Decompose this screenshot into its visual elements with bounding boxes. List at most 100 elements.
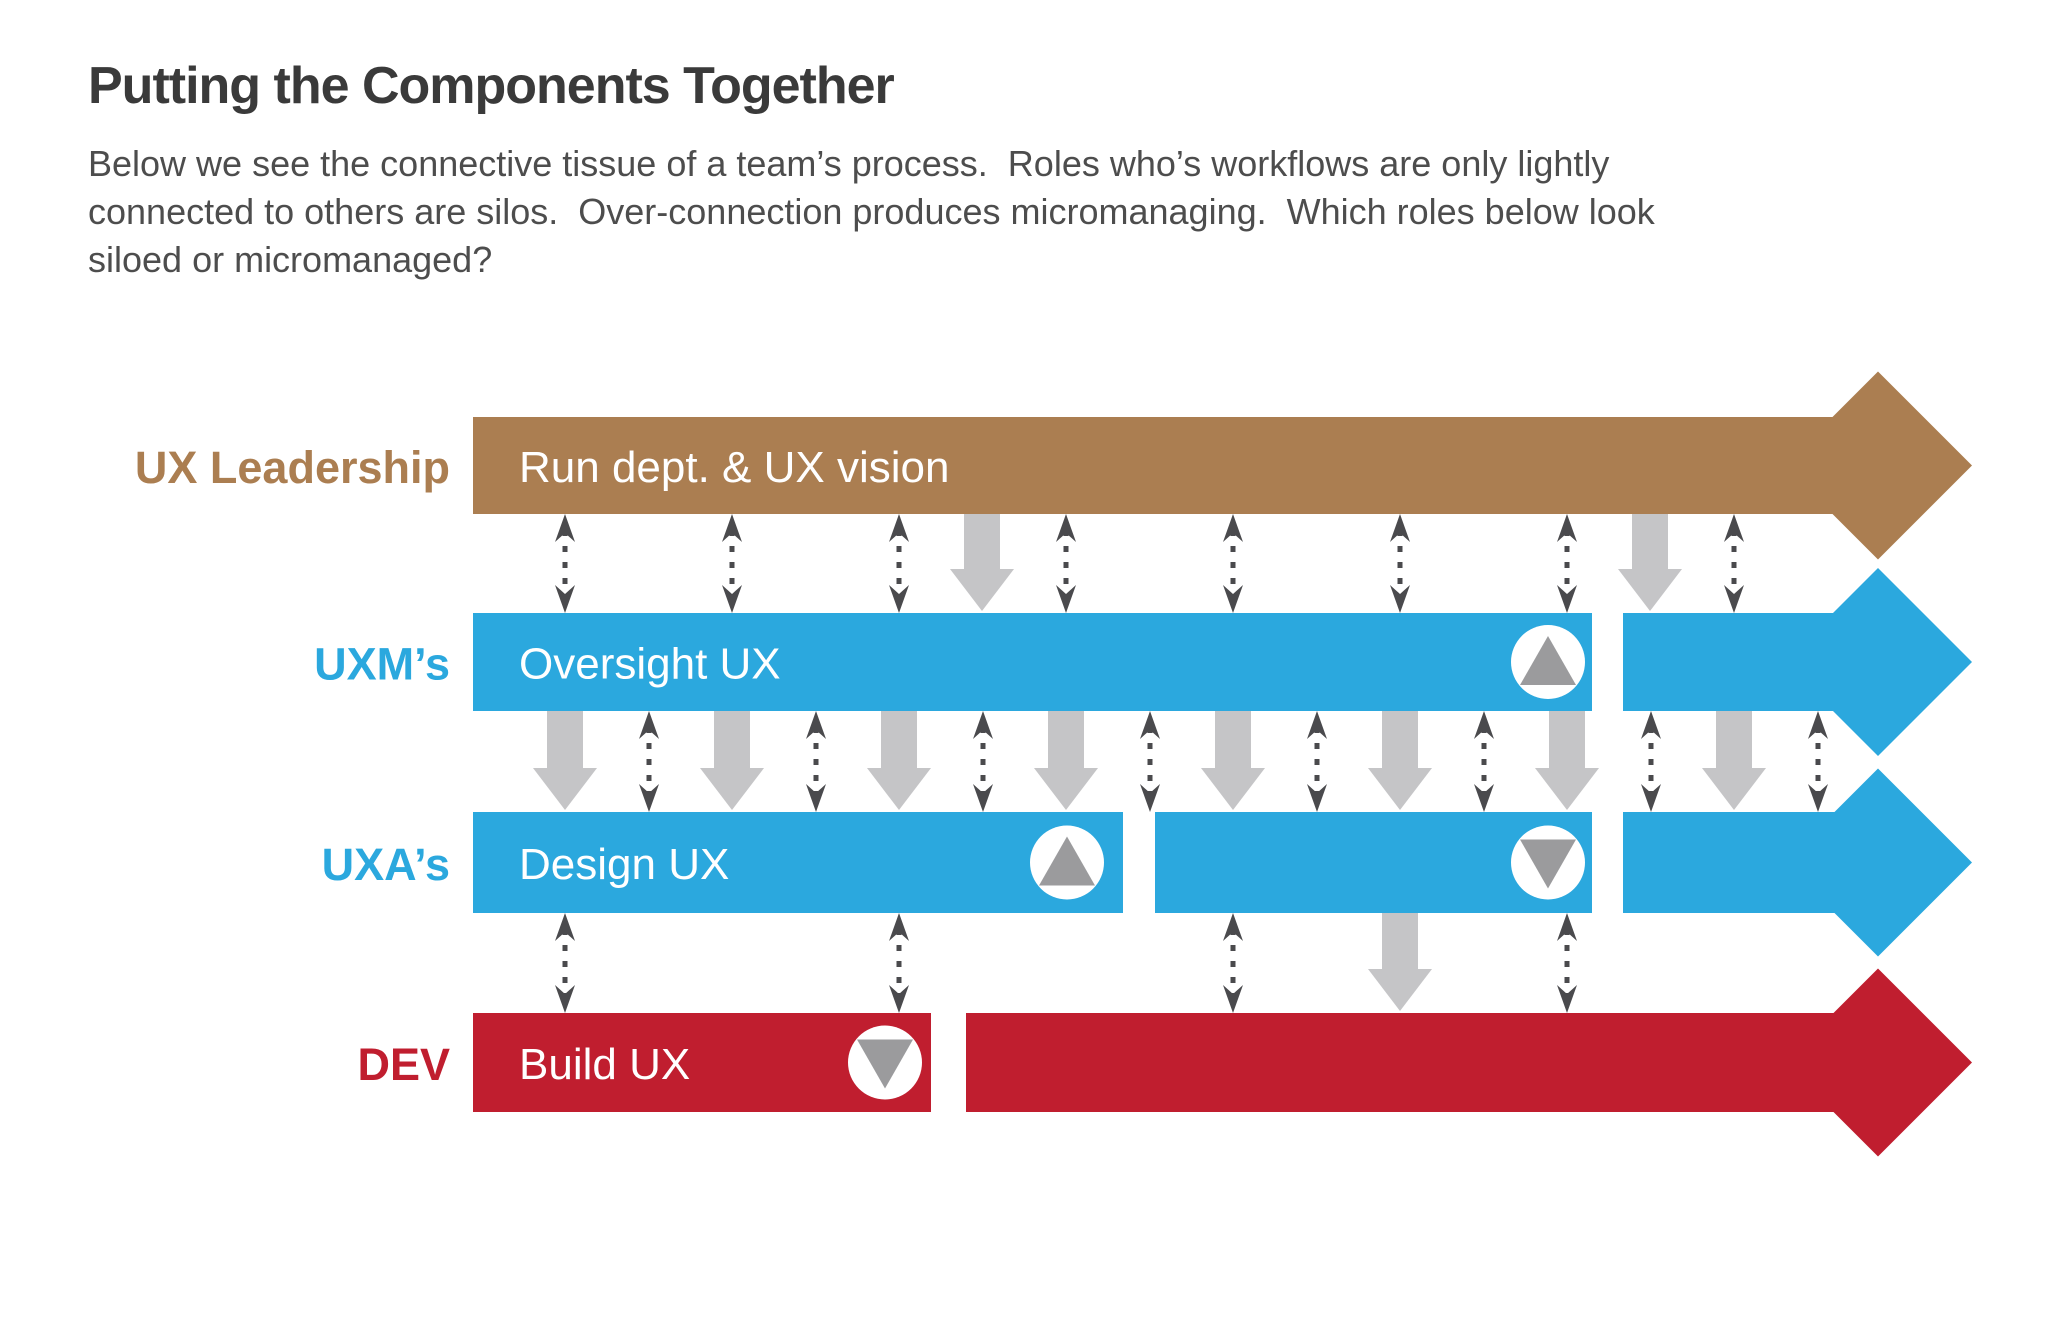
arrow-shaft bbox=[1382, 711, 1418, 770]
down-arrowhead-icon bbox=[1056, 585, 1076, 613]
down-arrowhead-icon bbox=[806, 784, 826, 812]
process-bar-segment bbox=[1623, 613, 1868, 711]
page-title: Putting the Components Together bbox=[88, 57, 895, 115]
up-arrowhead-icon bbox=[1056, 514, 1076, 542]
up-arrowhead-icon bbox=[889, 913, 909, 941]
up-arrowhead-icon bbox=[1808, 711, 1828, 739]
dotted-two-way-arrow bbox=[1474, 711, 1494, 812]
down-arrowhead-icon bbox=[1034, 768, 1098, 810]
solid-down-arrow bbox=[1368, 913, 1432, 1011]
down-arrowhead-icon bbox=[1223, 985, 1243, 1013]
solid-down-arrow bbox=[533, 711, 597, 810]
dotted-two-way-arrow bbox=[555, 913, 575, 1013]
arrow-shaft bbox=[1632, 514, 1668, 571]
down-arrowhead-icon bbox=[1557, 985, 1577, 1013]
indicator-down-triangle-icon bbox=[1520, 839, 1576, 889]
arrow-shaft bbox=[1549, 711, 1585, 770]
dotted-two-way-arrow bbox=[806, 711, 826, 812]
bar-text: Oversight UX bbox=[519, 640, 781, 689]
process-bar-segment bbox=[1623, 812, 1868, 913]
down-arrowhead-icon bbox=[722, 585, 742, 613]
row-label: UXA’s bbox=[322, 839, 450, 890]
down-arrowhead-icon bbox=[1390, 585, 1410, 613]
arrow-shaft bbox=[1048, 711, 1084, 770]
up-arrowhead-icon bbox=[1474, 711, 1494, 739]
up-arrowhead-icon bbox=[1557, 913, 1577, 941]
down-arrowhead-icon bbox=[1201, 768, 1265, 810]
intro-line-1: Below we see the connective tissue of a … bbox=[88, 143, 1610, 184]
up-arrowhead-icon bbox=[806, 711, 826, 739]
up-arrowhead-icon bbox=[555, 913, 575, 941]
down-arrowhead-icon bbox=[889, 585, 909, 613]
arrow-shaft bbox=[964, 514, 1000, 571]
dotted-two-way-arrow bbox=[1307, 711, 1327, 812]
dotted-two-way-arrow bbox=[973, 711, 993, 812]
down-arrowhead-icon bbox=[889, 985, 909, 1013]
dotted-two-way-arrow bbox=[1557, 913, 1577, 1013]
indicator-down bbox=[848, 1025, 922, 1100]
intro-paragraph: Below we see the connective tissue of a … bbox=[88, 140, 1655, 284]
dotted-two-way-arrow bbox=[1223, 514, 1243, 613]
down-arrowhead-icon bbox=[1223, 585, 1243, 613]
bar-text: Build UX bbox=[519, 1040, 690, 1089]
down-arrowhead-icon bbox=[1557, 585, 1577, 613]
down-arrowhead-icon bbox=[555, 585, 575, 613]
arrow-shaft bbox=[881, 711, 917, 770]
up-arrowhead-icon bbox=[722, 514, 742, 542]
up-arrowhead-icon bbox=[973, 711, 993, 739]
down-arrowhead-icon bbox=[1808, 784, 1828, 812]
indicator-up bbox=[1511, 625, 1585, 699]
down-arrowhead-icon bbox=[700, 768, 764, 810]
down-arrowhead-icon bbox=[1140, 784, 1160, 812]
row-label: UXM’s bbox=[314, 639, 450, 690]
indicator-down bbox=[1511, 825, 1585, 900]
arrow-shaft bbox=[1382, 913, 1418, 971]
down-arrowhead-icon bbox=[1307, 784, 1327, 812]
indicator-up-triangle-icon bbox=[1039, 836, 1095, 886]
down-arrowhead-icon bbox=[973, 784, 993, 812]
arrow-shaft bbox=[1215, 711, 1251, 770]
indicator-up-triangle-icon bbox=[1520, 636, 1576, 685]
down-arrowhead-icon bbox=[1368, 969, 1432, 1011]
indicator-up bbox=[1030, 825, 1104, 900]
arrow-shaft bbox=[547, 711, 583, 770]
dotted-two-way-arrow bbox=[889, 913, 909, 1013]
up-arrowhead-icon bbox=[639, 711, 659, 739]
connector-band bbox=[555, 913, 1577, 1013]
down-arrowhead-icon bbox=[639, 784, 659, 812]
up-arrowhead-icon bbox=[1390, 514, 1410, 542]
down-arrowhead-icon bbox=[1368, 768, 1432, 810]
down-arrowhead-icon bbox=[1474, 784, 1494, 812]
dotted-two-way-arrow bbox=[1641, 711, 1661, 812]
dotted-two-way-arrow bbox=[1808, 711, 1828, 812]
solid-down-arrow bbox=[1618, 514, 1682, 611]
dotted-two-way-arrow bbox=[1557, 514, 1577, 613]
up-arrowhead-icon bbox=[1641, 711, 1661, 739]
down-arrowhead-icon bbox=[1641, 784, 1661, 812]
solid-down-arrow bbox=[867, 711, 931, 810]
solid-down-arrow bbox=[700, 711, 764, 810]
row-label: UX Leadership bbox=[135, 442, 450, 493]
up-arrowhead-icon bbox=[1140, 711, 1160, 739]
process-bar-segment bbox=[473, 417, 1868, 514]
connector-band bbox=[555, 514, 1744, 613]
process-bar-segment bbox=[966, 1013, 1868, 1112]
up-arrowhead-icon bbox=[1307, 711, 1327, 739]
indicator-down-triangle-icon bbox=[857, 1039, 913, 1089]
dotted-two-way-arrow bbox=[1390, 514, 1410, 613]
down-arrowhead-icon bbox=[867, 768, 931, 810]
dotted-two-way-arrow bbox=[1724, 514, 1744, 613]
up-arrowhead-icon bbox=[1557, 514, 1577, 542]
solid-down-arrow bbox=[950, 514, 1014, 611]
down-arrowhead-icon bbox=[1724, 585, 1744, 613]
process-bar-segment bbox=[473, 613, 1592, 711]
dotted-two-way-arrow bbox=[889, 514, 909, 613]
row-uxms: Oversight UX UXM’s bbox=[314, 568, 1972, 756]
solid-down-arrow bbox=[1034, 711, 1098, 810]
down-arrowhead-icon bbox=[1702, 768, 1766, 810]
dotted-two-way-arrow bbox=[639, 711, 659, 812]
up-arrowhead-icon bbox=[1223, 913, 1243, 941]
bar-text: Run dept. & UX vision bbox=[519, 443, 949, 492]
